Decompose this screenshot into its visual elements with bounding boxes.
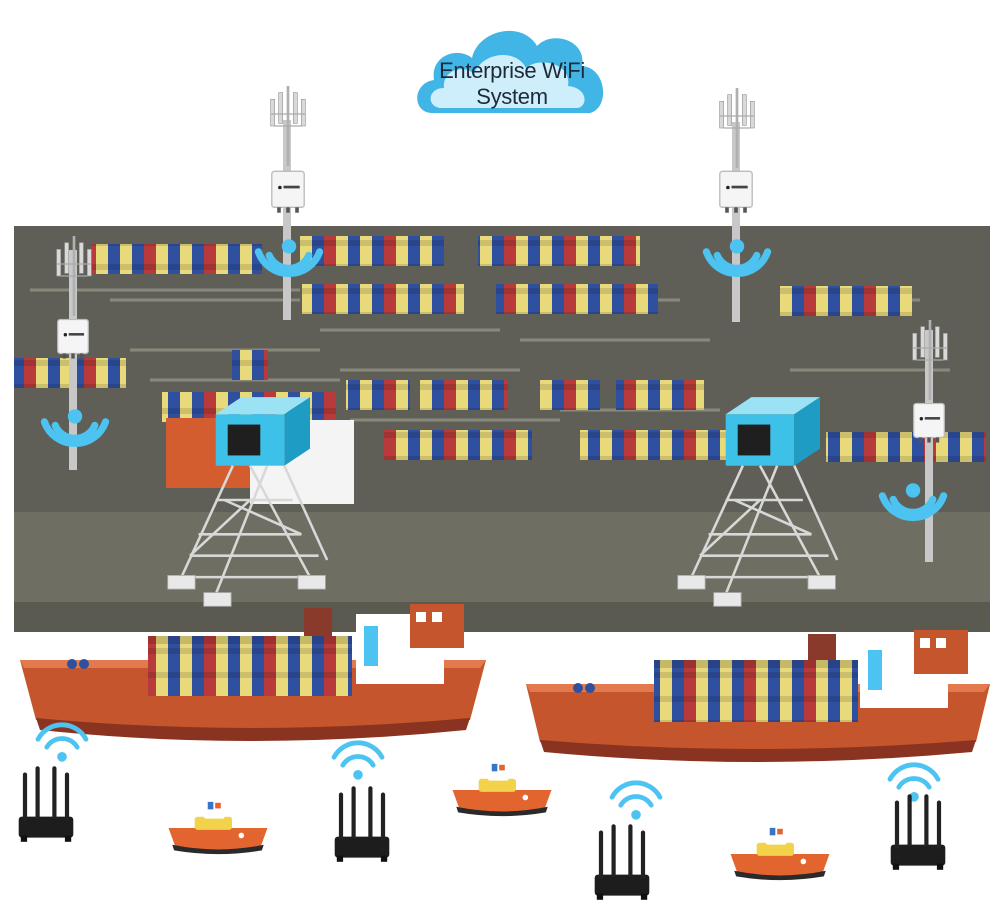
container-ship-icon xyxy=(20,604,486,741)
title-line-2: System xyxy=(476,84,548,109)
container-ship-icon xyxy=(526,630,990,762)
wifi-access-point-icon xyxy=(719,170,753,214)
lte-router-icon xyxy=(890,794,946,870)
wifi-access-point-icon xyxy=(271,170,305,214)
hoisted-container xyxy=(808,634,836,662)
enterprise-wifi-cloud: Enterprise WiFi System xyxy=(412,8,612,128)
wifi-signal-icon xyxy=(890,765,938,802)
wifi-signal-icon xyxy=(612,783,660,820)
access-point-mast xyxy=(706,88,767,322)
tugboat-icon xyxy=(168,801,268,855)
lte-router-icon xyxy=(594,824,650,900)
tugboat-icon xyxy=(730,827,830,881)
antenna-tower-icon xyxy=(718,88,756,168)
system-title: Enterprise WiFi System xyxy=(412,58,612,110)
title-line-1: Enterprise WiFi xyxy=(439,58,585,83)
tugboat-icon xyxy=(452,763,552,817)
lte-router-icon xyxy=(334,786,390,862)
antenna-tower-icon xyxy=(269,86,307,166)
cloud-icon xyxy=(417,30,604,113)
hoisted-container xyxy=(304,608,332,636)
access-point-mast xyxy=(258,86,319,320)
wifi-signal-icon xyxy=(334,743,382,780)
access-point-mast xyxy=(882,320,949,562)
quay-edge xyxy=(14,602,990,632)
wifi-access-point-icon xyxy=(913,402,945,444)
wifi-access-point-icon xyxy=(57,318,89,360)
access-point-mast xyxy=(44,236,105,470)
yard-lanes xyxy=(30,288,950,422)
lte-router-icon xyxy=(18,766,74,842)
